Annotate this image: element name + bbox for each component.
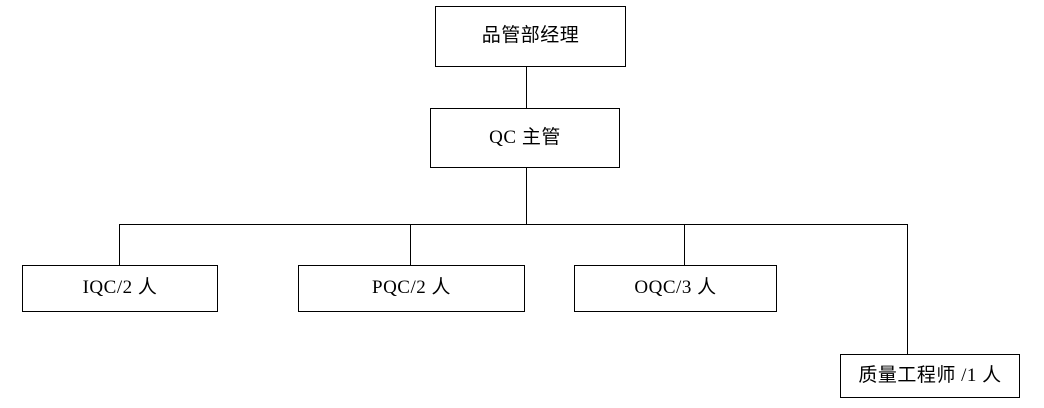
connector-drop-to-iqc	[119, 224, 120, 265]
org-node-label-qc-supervisor: QC 主管	[489, 126, 561, 148]
org-node-label-iqc: IQC/2 人	[82, 277, 158, 299]
connector-manager-to-supervisor	[526, 67, 527, 108]
org-node-label-oqc: OQC/3 人	[634, 277, 717, 299]
org-node-label-quality-engineer: 质量工程师 /1 人	[858, 364, 1002, 386]
org-node-quality-manager[interactable]: 品管部经理	[435, 6, 626, 67]
org-node-label-quality-manager: 品管部经理	[481, 25, 580, 47]
connector-horizontal-bus	[119, 224, 908, 225]
org-node-pqc[interactable]: PQC/2 人	[298, 265, 525, 312]
org-node-quality-engineer[interactable]: 质量工程师 /1 人	[840, 354, 1020, 398]
org-node-label-pqc: PQC/2 人	[372, 277, 451, 299]
connector-drop-to-quality-engineer	[907, 224, 908, 354]
org-node-iqc[interactable]: IQC/2 人	[22, 265, 218, 312]
org-node-qc-supervisor[interactable]: QC 主管	[430, 108, 620, 168]
connector-supervisor-stem	[526, 168, 527, 224]
org-node-oqc[interactable]: OQC/3 人	[574, 265, 777, 312]
connector-drop-to-oqc	[684, 224, 685, 265]
connector-drop-to-pqc	[410, 224, 411, 265]
